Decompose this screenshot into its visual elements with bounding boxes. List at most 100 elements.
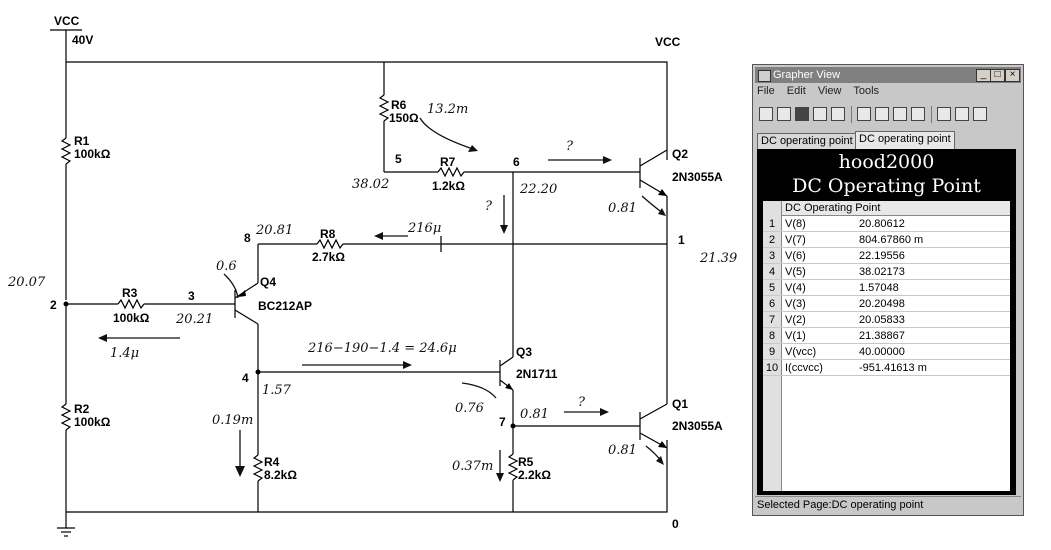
q1-base-question: ? [578, 395, 586, 410]
vcc-value: 40V [72, 33, 93, 47]
r4-current-note: 0.19m [212, 413, 253, 428]
q2-base-question: ? [566, 139, 574, 154]
q4-model: BC212AP [258, 299, 312, 313]
row-value: 21.38867 [859, 330, 905, 342]
chart-icon[interactable] [973, 107, 987, 121]
ground-node-label: 0 [672, 517, 679, 531]
r2-value: 100kΩ [74, 415, 111, 429]
menu-tools[interactable]: Tools [853, 85, 880, 97]
resistor-r1: R1 100kΩ [60, 62, 111, 300]
row-number: 3 [768, 250, 776, 262]
resistor-r8: R8 2.7kΩ [258, 227, 667, 264]
row-number: 6 [768, 298, 776, 310]
row-value: 804.67860 m [859, 234, 924, 246]
handwritten-annotations: 13.2m ? 38.02 22.20 ? 0.81 20.81 216μ 21… [7, 102, 737, 482]
copy-icon[interactable] [875, 107, 889, 121]
row-variable-name: V(1) [785, 330, 806, 342]
r3-id: R3 [122, 286, 138, 300]
r2-id: R2 [74, 402, 90, 416]
print-icon[interactable] [813, 107, 827, 121]
new-icon[interactable] [759, 107, 773, 121]
ground-rail [66, 440, 668, 513]
menu-view[interactable]: View [817, 85, 842, 97]
row-number: 8 [768, 330, 776, 342]
q2-id: Q2 [672, 147, 688, 161]
r5-value: 2.2kΩ [518, 468, 551, 482]
node7-voltage-note: 0.81 [520, 407, 549, 422]
resistor-r2: R2 100kΩ [60, 304, 111, 520]
row-divider [763, 263, 1010, 264]
node2-voltage-note: 20.07 [7, 275, 46, 290]
q3-base-current-equation: 216−190−1.4 = 24.6μ [307, 341, 457, 356]
node4-voltage-note: 1.57 [262, 383, 292, 398]
q1-vbe-note: 0.81 [608, 443, 637, 458]
r7-id: R7 [440, 155, 456, 169]
row-value: 40.00000 [859, 346, 905, 358]
resistor-r7: R7 1.2kΩ [384, 155, 640, 193]
cut-icon[interactable] [857, 107, 871, 121]
node-5-label: 5 [395, 152, 402, 166]
tab-dc-operating-point-2[interactable]: DC operating point [855, 131, 955, 149]
r5-current-note: 0.37m [452, 459, 493, 474]
row-value: 1.57048 [859, 282, 899, 294]
row-divider [763, 247, 1010, 248]
node-7-label: 7 [499, 415, 506, 429]
q1-id: Q1 [672, 397, 688, 411]
save-icon[interactable] [795, 107, 809, 121]
r8-value: 2.7kΩ [312, 250, 345, 264]
grid-icon[interactable] [937, 107, 951, 121]
row-number: 7 [768, 314, 776, 326]
grapher-view-window: Grapher View _ □ × File Edit View Tools … [752, 64, 1024, 516]
row-divider [763, 375, 1010, 376]
row-number: 10 [765, 362, 779, 374]
row-divider [763, 343, 1010, 344]
row-divider [763, 295, 1010, 296]
column-header: DC Operating Point [785, 202, 881, 214]
row-variable-name: V(6) [785, 250, 806, 262]
row-value: 20.05833 [859, 314, 905, 326]
node-4-label: 4 [242, 371, 249, 385]
menu-bar: File Edit View Tools [757, 85, 1019, 101]
node-1-label: 1 [678, 233, 685, 247]
print-preview-icon[interactable] [831, 107, 845, 121]
row-value: 38.02173 [859, 266, 905, 278]
row-variable-name: V(vcc) [785, 346, 817, 358]
node-6-label: 6 [513, 155, 520, 169]
vcc-right-label: VCC [655, 35, 681, 49]
r6-id: R6 [391, 98, 407, 112]
ground-symbol [57, 520, 75, 537]
q4-id: Q4 [260, 275, 276, 289]
tab-dc-operating-point-1[interactable]: DC operating point [757, 133, 857, 149]
row-number: 1 [768, 218, 776, 230]
row-number: 4 [768, 266, 776, 278]
r3-current-note: 1.4μ [110, 346, 139, 361]
r3-value: 100kΩ [113, 311, 150, 325]
circuit-schematic: VCC 40V VCC R1 100kΩ 2 R2 100kΩ 0 R3 100… [7, 14, 737, 537]
undo-icon[interactable] [911, 107, 925, 121]
window-title-bar[interactable]: Grapher View _ □ × [755, 67, 1021, 83]
r8-id: R8 [320, 227, 336, 241]
panel-subtitle: DC Operating Point [792, 175, 981, 197]
menu-edit[interactable]: Edit [786, 85, 806, 97]
row-variable-name: V(5) [785, 266, 806, 278]
node1-voltage-note: 21.39 [699, 251, 737, 266]
resistor-r4: R4 8.2kΩ [252, 454, 297, 512]
menu-file[interactable]: File [757, 85, 775, 97]
node6-voltage-note: 22.20 [519, 182, 557, 197]
toolbar [757, 105, 1019, 125]
row-divider [763, 327, 1010, 328]
q2-model: 2N3055A [672, 170, 723, 184]
window-title: Grapher View [773, 69, 841, 81]
minimize-button[interactable]: _ [976, 69, 991, 82]
close-button[interactable]: × [1005, 69, 1020, 82]
table-icon[interactable] [955, 107, 969, 121]
paste-icon[interactable] [893, 107, 907, 121]
r1-id: R1 [74, 134, 90, 148]
q3-model: 2N1711 [516, 367, 558, 381]
maximize-button[interactable]: □ [990, 69, 1005, 82]
row-variable-name: V(3) [785, 298, 806, 310]
vcc-source: VCC 40V [50, 14, 93, 62]
r6-current-note: 13.2m [427, 102, 468, 117]
open-icon[interactable] [777, 107, 791, 121]
